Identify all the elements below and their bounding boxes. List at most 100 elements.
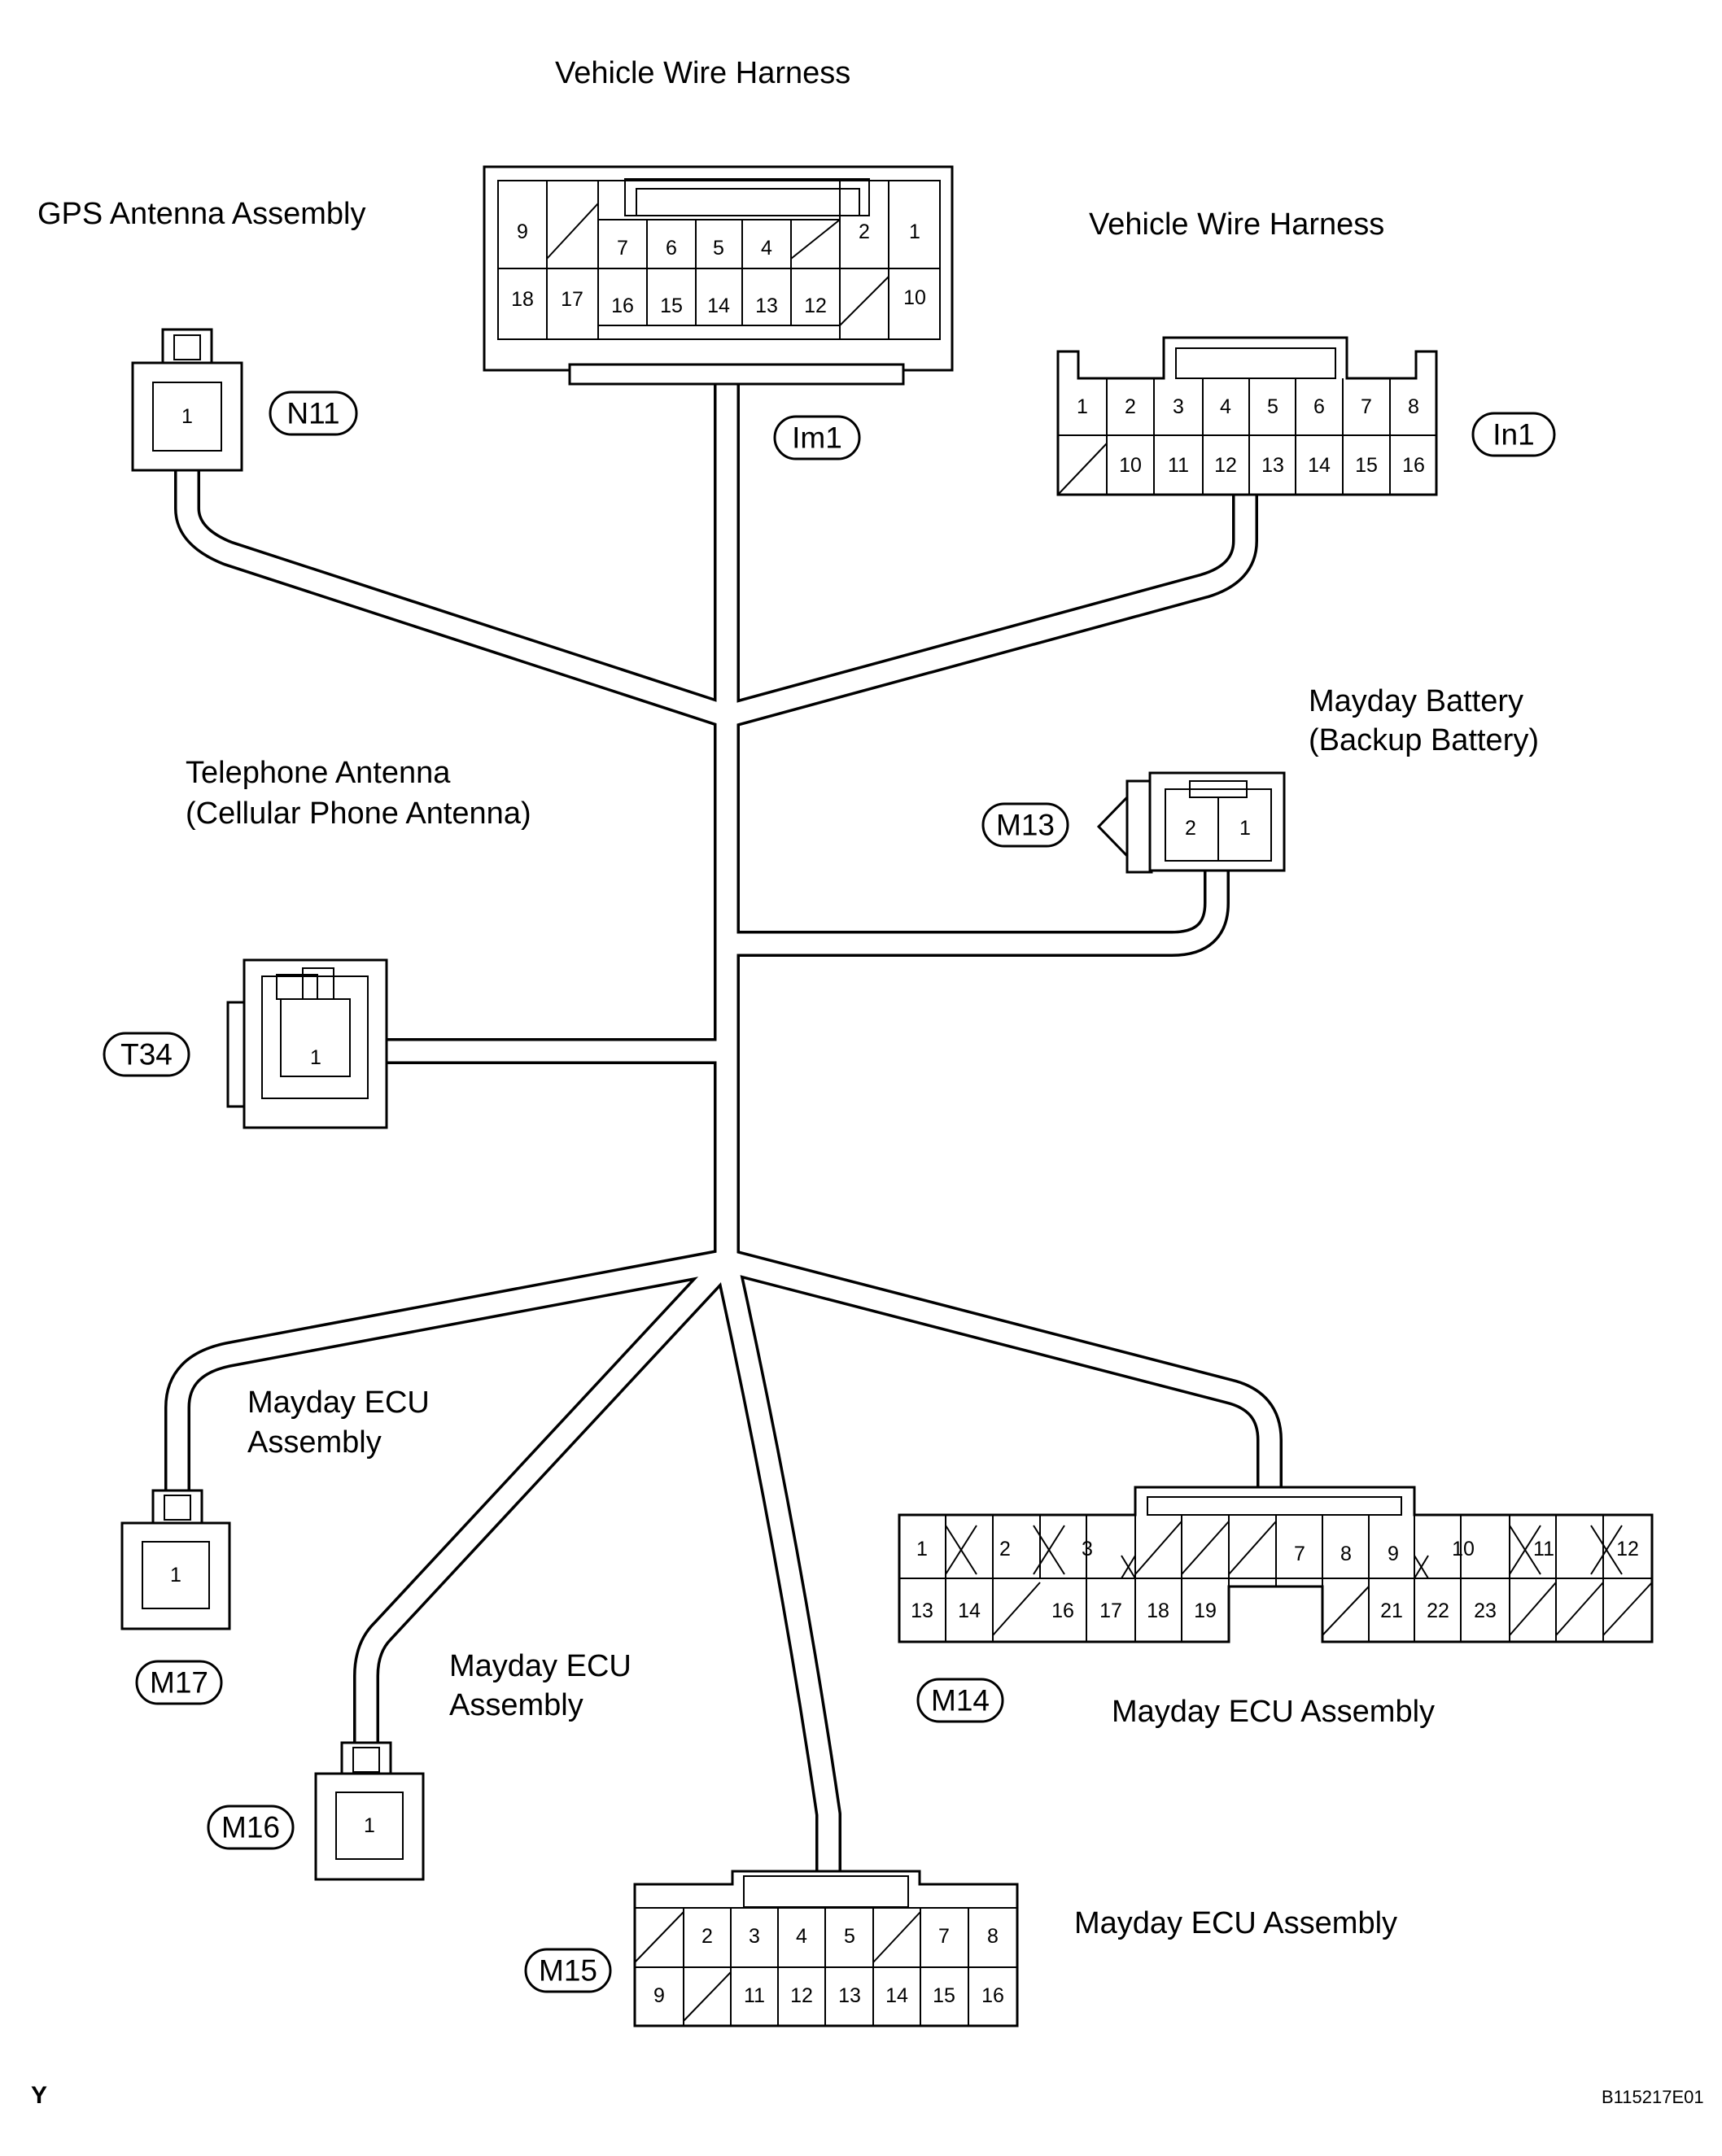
pin-m14-19: 19 <box>1194 1600 1217 1622</box>
im1-grid <box>498 181 940 339</box>
pin-im1-16: 16 <box>611 295 634 317</box>
pin-im1-14: 14 <box>707 295 730 317</box>
pin-m14-9: 9 <box>1388 1543 1399 1565</box>
pin-m15-15: 15 <box>933 1984 955 2007</box>
connector-m17: 1 <box>120 1489 231 1630</box>
pin-m14-10: 10 <box>1452 1538 1475 1560</box>
pin-im1-12: 12 <box>804 295 827 317</box>
code-t34: T34 <box>103 1032 190 1077</box>
connector-m14: 1 2 3 7 8 9 10 11 12 13 14 16 17 18 19 2… <box>898 1486 1654 1643</box>
pin-t34-1: 1 <box>310 1046 321 1069</box>
pin-in1-3: 3 <box>1173 395 1184 418</box>
code-im1: Im1 <box>773 415 861 460</box>
pin-in1-1: 1 <box>1077 395 1088 418</box>
pin-m14-13: 13 <box>911 1600 933 1622</box>
pin-in1-2: 2 <box>1125 395 1136 418</box>
pin-m15-2: 2 <box>701 1925 713 1948</box>
pin-in1-10: 10 <box>1119 454 1142 477</box>
svg-text:M14: M14 <box>931 1684 990 1717</box>
code-m13: M13 <box>981 802 1069 848</box>
pin-im1-7: 7 <box>617 237 628 260</box>
pin-in1-15: 15 <box>1355 454 1378 477</box>
pin-m15-16: 16 <box>981 1984 1004 2007</box>
pin-in1-5: 5 <box>1267 395 1278 418</box>
svg-text:M15: M15 <box>539 1954 597 1988</box>
pin-m15-3: 3 <box>749 1925 760 1948</box>
pin-m14-17: 17 <box>1099 1600 1122 1622</box>
label-telephone-antenna: Telephone Antenna <box>186 756 451 790</box>
label-mayday-battery: Mayday Battery <box>1309 684 1523 718</box>
pin-m14-22: 22 <box>1427 1600 1449 1622</box>
pin-m14-16: 16 <box>1051 1600 1074 1622</box>
label-mayday-ecu-m16-2: Assembly <box>449 1688 583 1722</box>
pin-in1-14: 14 <box>1308 454 1331 477</box>
svg-text:M16: M16 <box>221 1811 280 1844</box>
pin-m14-2: 2 <box>999 1538 1011 1560</box>
footer-left: Y <box>31 2082 47 2109</box>
code-m14: M14 <box>916 1678 1004 1723</box>
connector-m16: 1 <box>314 1741 425 1881</box>
pin-im1-6: 6 <box>666 237 677 260</box>
label-mayday-ecu-m17-2: Assembly <box>247 1425 382 1460</box>
m14-grid <box>899 1515 1653 1642</box>
code-m15: M15 <box>524 1948 612 1993</box>
connector-m15: 2 3 4 5 7 8 9 11 12 13 14 15 16 <box>633 1870 1019 2027</box>
label-mayday-ecu-m15: Mayday ECU Assembly <box>1074 1906 1397 1940</box>
code-m16: M16 <box>207 1805 295 1850</box>
pin-im1-2: 2 <box>859 220 870 243</box>
pin-m14-7: 7 <box>1294 1543 1305 1565</box>
svg-text:Im1: Im1 <box>792 421 842 455</box>
svg-text:M13: M13 <box>996 809 1055 842</box>
pin-m15-13: 13 <box>838 1984 861 2007</box>
connector-codes: N11 Im1 In1 M13 T34 M17 M16 M14 <box>103 391 1556 1993</box>
pin-im1-18: 18 <box>511 288 534 311</box>
pin-m15-5: 5 <box>844 1925 855 1948</box>
svg-text:In1: In1 <box>1493 418 1534 452</box>
pin-m15-7: 7 <box>938 1925 950 1948</box>
pin-m14-3: 3 <box>1082 1538 1093 1560</box>
footer-figure-id: B115217E01 <box>1602 2087 1704 2107</box>
pin-m14-21: 21 <box>1380 1600 1403 1622</box>
label-backup-battery: (Backup Battery) <box>1309 723 1539 757</box>
pin-in1-4: 4 <box>1220 395 1231 418</box>
pin-m17-1: 1 <box>170 1564 181 1586</box>
pin-im1-4: 4 <box>761 237 772 260</box>
m15-grid <box>634 1907 1017 2026</box>
connector-m13: 2 1 <box>1096 771 1286 874</box>
pin-m14-11: 11 <box>1533 1538 1554 1560</box>
label-mayday-ecu-m16-1: Mayday ECU <box>449 1649 632 1683</box>
component-labels: Vehicle Wire Harness GPS Antenna Assembl… <box>37 56 1539 1940</box>
pin-m14-12: 12 <box>1616 1538 1639 1560</box>
pin-m14-23: 23 <box>1474 1600 1497 1622</box>
pin-m15-4: 4 <box>796 1925 807 1948</box>
code-in1: In1 <box>1471 412 1556 457</box>
pin-im1-10: 10 <box>903 286 926 309</box>
connector-t34: 1 <box>226 958 388 1129</box>
pin-m15-9: 9 <box>653 1984 665 2007</box>
pin-im1-9: 9 <box>517 220 528 243</box>
pin-m14-8: 8 <box>1340 1543 1352 1565</box>
pin-m14-1: 1 <box>916 1538 928 1560</box>
label-mayday-ecu-m17-1: Mayday ECU <box>247 1386 430 1420</box>
pin-im1-15: 15 <box>660 295 683 317</box>
pin-im1-17: 17 <box>561 288 583 311</box>
pin-in1-7: 7 <box>1361 395 1372 418</box>
pin-m15-14: 14 <box>885 1984 908 2007</box>
pin-m15-11: 11 <box>744 1984 765 2007</box>
pin-m13-2: 2 <box>1185 817 1196 840</box>
connector-in1: 1 2 3 4 5 6 7 8 10 11 12 13 14 15 16 <box>1056 336 1438 496</box>
svg-text:T34: T34 <box>120 1038 173 1071</box>
pin-im1-13: 13 <box>755 295 778 317</box>
pin-m16-1: 1 <box>364 1814 375 1837</box>
label-mayday-ecu-m14: Mayday ECU Assembly <box>1112 1695 1435 1729</box>
pin-m14-14: 14 <box>958 1600 981 1622</box>
label-gps-antenna: GPS Antenna Assembly <box>37 197 365 231</box>
code-n11: N11 <box>269 391 358 436</box>
pin-in1-16: 16 <box>1402 454 1425 477</box>
connector-n11: 1 <box>131 328 243 472</box>
pin-n11-1: 1 <box>181 405 193 428</box>
code-m17: M17 <box>135 1660 223 1705</box>
svg-text:N11: N11 <box>286 397 339 430</box>
pin-m13-1: 1 <box>1239 817 1251 840</box>
